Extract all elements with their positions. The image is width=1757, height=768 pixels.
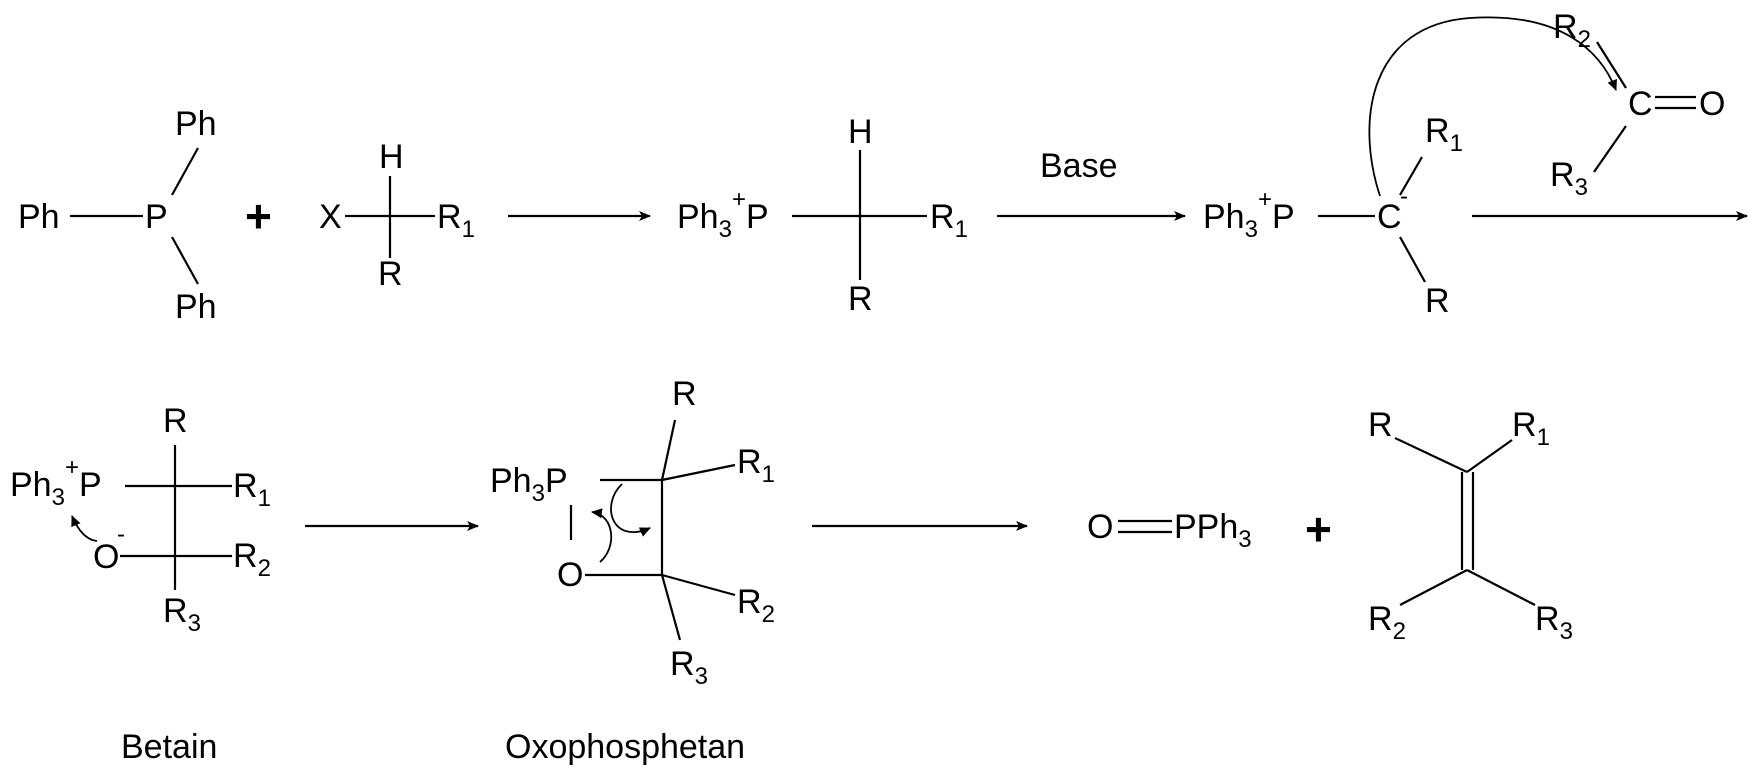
r1-label: R1 xyxy=(1512,406,1550,451)
pph3-label: PPh3 xyxy=(1174,508,1252,553)
ring-opening-curly-arrow-1 xyxy=(591,508,613,563)
plus-sign-1: + xyxy=(245,190,272,242)
r-label: R xyxy=(378,255,403,293)
c-r1-bond xyxy=(1399,156,1423,196)
r3-label: R3 xyxy=(1550,156,1588,201)
carbanion-charge: - xyxy=(1400,183,1408,210)
r2-label: R2 xyxy=(1553,8,1591,53)
r-c-bond xyxy=(1394,437,1468,473)
triphenylphosphine: Ph P Ph Ph xyxy=(18,105,217,326)
p-ph-bond-bottom xyxy=(171,236,199,285)
h-label: H xyxy=(379,138,404,176)
phosphorus-label: P xyxy=(145,198,168,236)
c-r2-bond xyxy=(661,573,736,597)
oxygen-label: O xyxy=(1087,508,1113,546)
r2-label: R2 xyxy=(737,583,775,628)
c-r1-bond xyxy=(661,463,736,482)
alkene-product: R R1 R2 R3 xyxy=(1368,406,1573,645)
r1-label: R1 xyxy=(930,198,968,243)
alkyl-halide: X H R R1 xyxy=(319,138,475,293)
plus-sign-2: + xyxy=(1305,503,1332,555)
ph3-label: Ph3+P xyxy=(1203,186,1295,243)
o-to-p-curly-arrow xyxy=(71,515,98,542)
ph3-label: Ph3+P xyxy=(10,454,102,511)
nucleophilic-attack-curly-arrow xyxy=(1368,16,1617,197)
r2-label: R2 xyxy=(1368,600,1406,645)
h-label: H xyxy=(848,113,873,151)
r2-c-bond xyxy=(1596,41,1627,89)
ph-top-label: Ph xyxy=(175,105,217,143)
ph-bottom-label: Ph xyxy=(175,288,217,326)
r3-label: R3 xyxy=(163,592,201,637)
x-label: X xyxy=(319,198,342,236)
ph3p-label: Ph3P xyxy=(490,462,568,507)
p-ph-bond-top xyxy=(171,147,199,196)
r-label: R xyxy=(848,280,873,318)
oxygen-label: O xyxy=(93,538,119,576)
r-label: R xyxy=(1368,406,1393,444)
c-r3-bond xyxy=(660,574,682,641)
triphenylphosphine-oxide: O PPh3 xyxy=(1087,508,1252,553)
carbonyl-carbon-label: C xyxy=(1628,85,1653,123)
r1-label: R1 xyxy=(1425,112,1463,157)
ph3-label: Ph3+P xyxy=(677,186,769,243)
carbonyl-oxygen-label: O xyxy=(1699,85,1725,123)
oxygen-label: O xyxy=(557,556,583,594)
betain-caption: Betain xyxy=(121,728,217,766)
ph-left-label: Ph xyxy=(18,198,60,236)
r1-label: R1 xyxy=(233,467,271,512)
phosphonium-ylide: Ph3+P C - R1 R xyxy=(1203,112,1463,320)
oxophosphetan-caption: Oxophosphetan xyxy=(505,728,745,766)
r2-label: R2 xyxy=(233,537,271,582)
r1-label: R1 xyxy=(437,198,475,243)
betain-intermediate: Ph3+P R R1 O - R2 R3 xyxy=(10,402,271,637)
oxide-charge: - xyxy=(117,521,125,548)
r1-label: R1 xyxy=(737,443,775,488)
carbonyl-compound: R2 C O R3 xyxy=(1550,8,1725,201)
c-r3-bond xyxy=(1466,569,1536,606)
c-r2-bond xyxy=(1399,569,1468,606)
phosphonium-salt: Ph3+P H R R1 xyxy=(677,113,968,318)
c-r-bond xyxy=(660,419,677,481)
r3-label: R3 xyxy=(670,645,708,690)
r-label: R xyxy=(672,375,697,413)
base-reagent-label: Base xyxy=(1040,147,1118,185)
r-label: R xyxy=(1425,282,1450,320)
carbanion-label: C xyxy=(1377,198,1402,236)
ring-opening-curly-arrow-2 xyxy=(610,483,651,537)
oxophosphetan-intermediate: Ph3P O R R1 R2 R3 xyxy=(490,375,775,690)
r-label: R xyxy=(163,402,188,440)
r3-c-bond xyxy=(1593,125,1627,173)
r3-label: R3 xyxy=(1535,600,1573,645)
c-r1-bond xyxy=(1466,439,1513,473)
c-r-bond xyxy=(1399,236,1426,283)
